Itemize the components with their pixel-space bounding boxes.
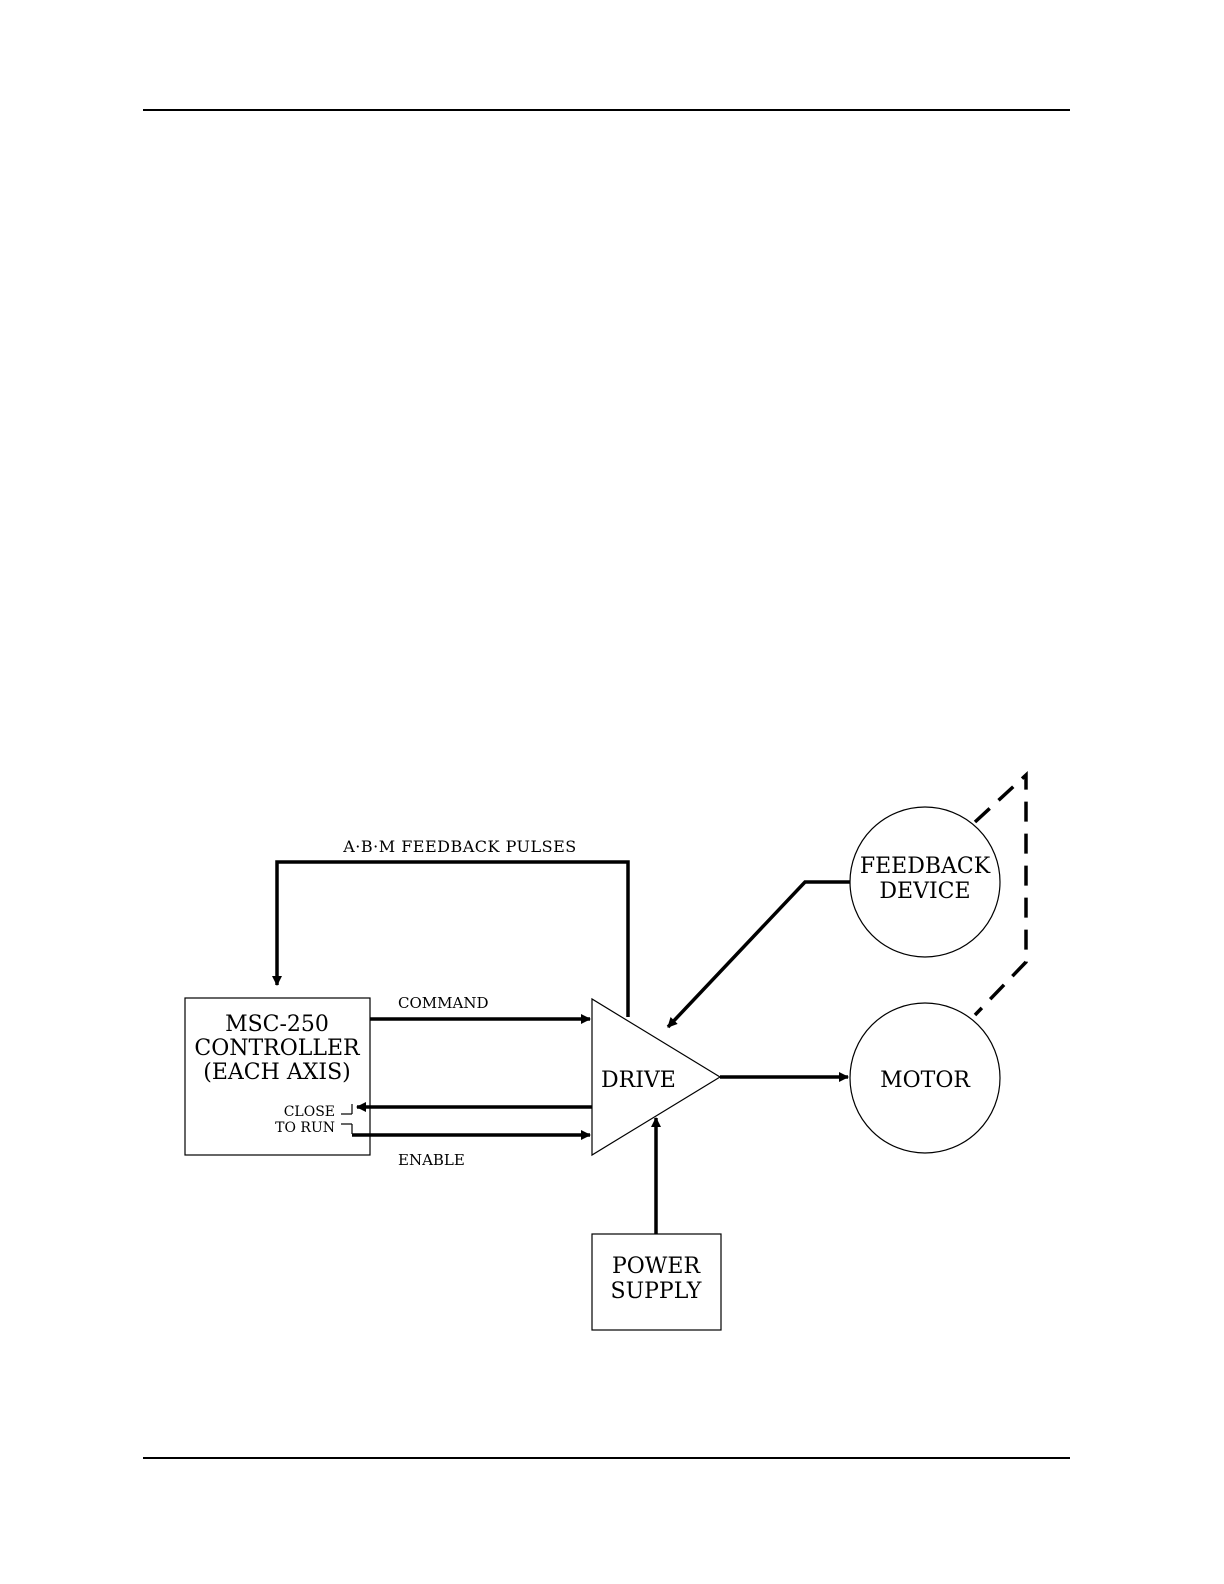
controller-label-line3: (EACH AXIS) [203,1060,350,1085]
controller-label-line2: CONTROLLER [194,1036,361,1061]
feedback-device-to-drive-line [668,882,850,1027]
enable-label: ENABLE [398,1151,465,1169]
contact-symbol [341,1104,352,1134]
feedback-pulses-label: A·B·M FEEDBACK PULSES [342,837,577,856]
drive-label: DRIVE [601,1068,676,1093]
mechanical-coupling-dashed [975,775,1026,1015]
feedback-device-label-line2: DEVICE [879,879,970,904]
contact-label-line1: CLOSE [284,1104,335,1120]
contact-label-line2: TO RUN [275,1120,335,1136]
feedback-device-label-line1: FEEDBACK [860,854,991,879]
controller-label-line1: MSC-250 [225,1012,329,1037]
motor-label: MOTOR [880,1068,971,1093]
command-label: COMMAND [398,994,488,1012]
power-supply-label-line1: POWER [612,1254,702,1279]
power-supply-label-line2: SUPPLY [611,1279,702,1304]
